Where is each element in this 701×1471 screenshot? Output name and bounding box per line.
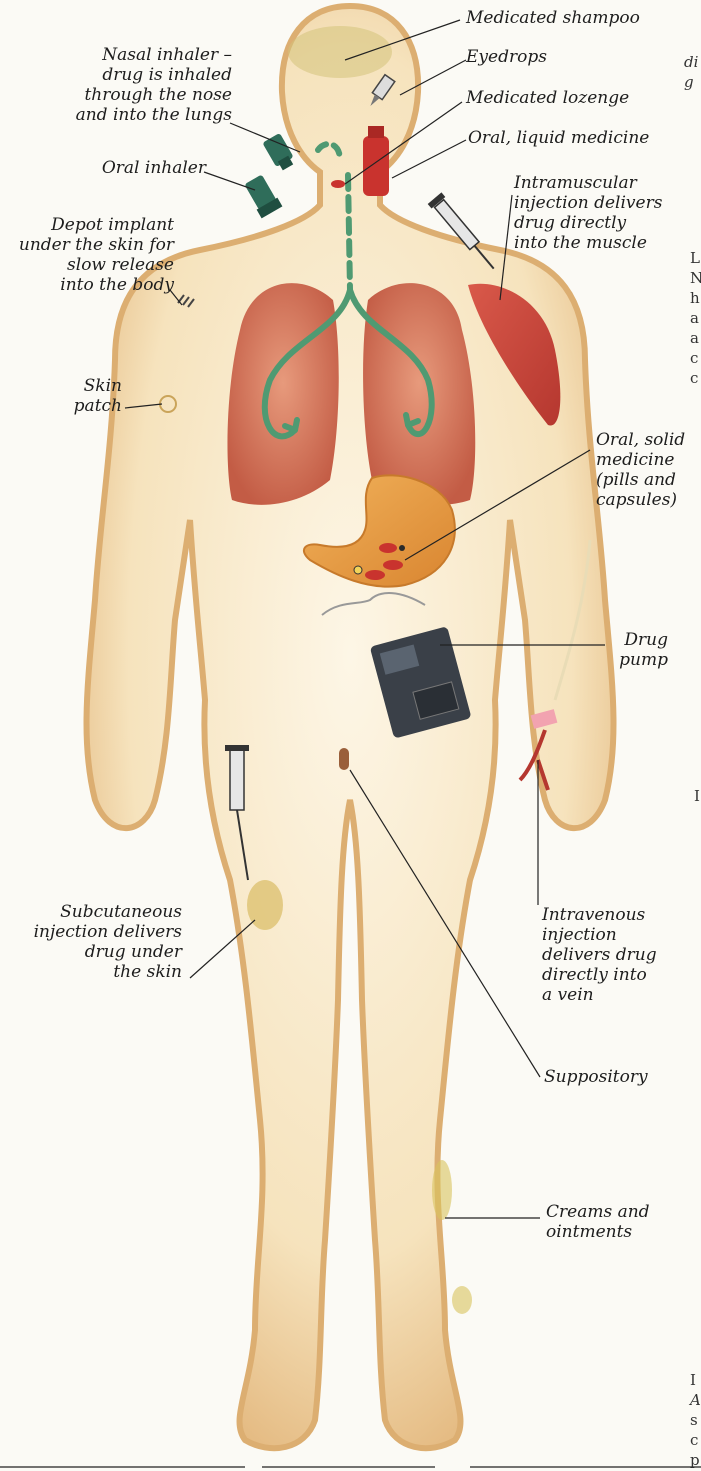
label-creams: Creams and ointments xyxy=(546,1202,650,1242)
liquid-bottle-icon xyxy=(363,126,389,196)
label-medicated-lozenge: Medicated lozenge xyxy=(466,88,629,108)
edge-text-top: di g xyxy=(684,52,698,92)
shampoo-patch xyxy=(288,26,392,78)
label-medicated-shampoo: Medicated shampoo xyxy=(466,8,640,28)
suppository-icon xyxy=(339,748,349,770)
label-eyedrops: Eyedrops xyxy=(466,47,547,67)
label-intravenous: Intravenous injection delivers drug dire… xyxy=(542,905,657,1005)
label-skin-patch: Skin patch xyxy=(60,376,122,416)
edge-text-lower: I xyxy=(694,786,700,806)
lozenge-icon xyxy=(331,180,345,188)
label-drug-pump: Drug pump xyxy=(600,630,668,670)
label-nasal-inhaler: Nasal inhaler – drug is inhaled through … xyxy=(40,45,232,125)
label-suppository: Suppository xyxy=(544,1067,648,1087)
label-oral-liquid: Oral, liquid medicine xyxy=(468,128,649,148)
label-intramuscular: Intramuscular injection delivers drug di… xyxy=(514,173,662,253)
label-oral-inhaler: Oral inhaler xyxy=(60,158,206,178)
edge-text-mid: L N h a a c c xyxy=(690,248,701,388)
label-oral-solid: Oral, solid medicine (pills and capsules… xyxy=(596,430,685,510)
label-subcutaneous: Subcutaneous injection delivers drug und… xyxy=(10,902,182,982)
edge-text-bottom: I A s c p xyxy=(690,1370,701,1470)
label-depot-implant: Depot implant under the skin for slow re… xyxy=(4,215,174,295)
oral-inhaler-icon xyxy=(243,173,283,218)
